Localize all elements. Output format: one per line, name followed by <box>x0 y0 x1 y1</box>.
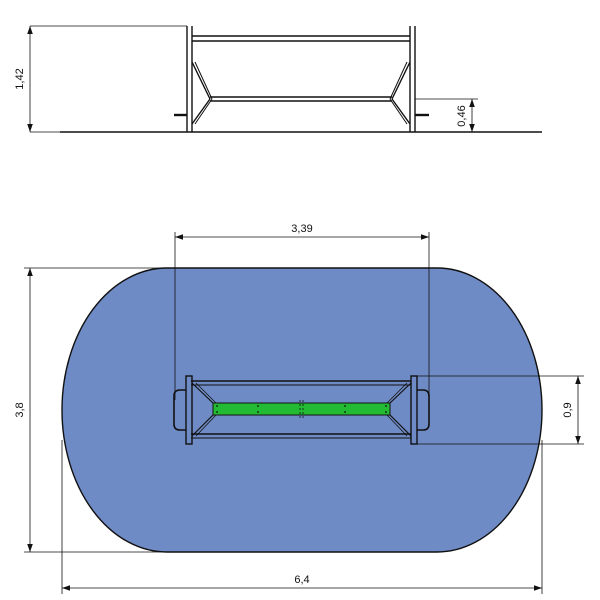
bench-seat <box>212 400 391 418</box>
seat-bolts <box>216 405 387 413</box>
top-width-label: 3,39 <box>291 223 312 235</box>
total-width-dimension: 3,8 <box>14 267 170 553</box>
total-length-dimension: 6,4 <box>61 440 543 594</box>
height-dimension: 1,42 <box>14 25 187 133</box>
total-length-label: 6,4 <box>294 574 309 586</box>
plan-view: 3,39 3,8 6,4 0,9 <box>14 223 584 594</box>
seat-height-dimension: 0,46 <box>415 98 478 132</box>
seat-width-dimension: 0,9 <box>415 375 584 445</box>
seat-width-label: 0,9 <box>562 402 574 417</box>
right-post <box>409 26 416 132</box>
seat-rail <box>210 96 392 102</box>
top-width-dimension: 3,39 <box>174 223 430 400</box>
elevation-view: 1,42 0,46 <box>14 25 542 133</box>
total-width-label: 3,8 <box>14 402 26 417</box>
right-braces <box>389 61 411 125</box>
bench-frame <box>173 375 430 445</box>
top-rail <box>192 35 410 42</box>
seat-height-label: 0,46 <box>456 105 468 126</box>
left-braces <box>191 61 213 125</box>
height-label: 1,42 <box>14 68 26 89</box>
left-post <box>186 26 193 132</box>
